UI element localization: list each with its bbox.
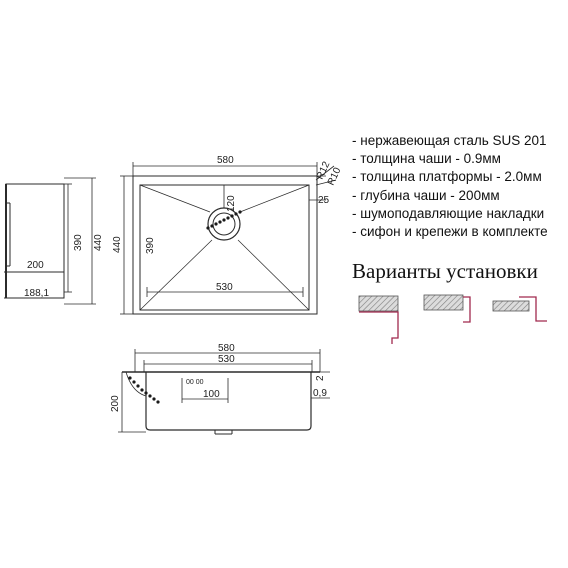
front-corner-arc: [125, 371, 147, 397]
top-dim-25: 25: [318, 195, 330, 206]
front-dim-200: 200: [110, 395, 121, 412]
front-dim-580: 580: [218, 343, 235, 354]
spec-item: - толщина чаши - 0.9мм: [352, 151, 501, 167]
front-dim-09: 0,9: [313, 388, 327, 399]
spec-item: - шумоподавляющие накладки: [352, 205, 545, 221]
install-variant-1: [358, 295, 399, 344]
side-view-outline: [5, 183, 65, 299]
front-view: [118, 349, 330, 435]
top-dim-580: 580: [217, 155, 234, 166]
front-dim-100: 100: [203, 389, 220, 400]
front-drain-label: 00 00: [186, 379, 204, 386]
top-dim-440: 440: [112, 236, 123, 253]
side-dim-200: 200: [27, 260, 44, 271]
side-dim-188: 188,1: [24, 288, 49, 299]
bowl-diagonal: [139, 239, 213, 311]
side-view: [4, 177, 96, 305]
drain-inner-ring: [212, 212, 236, 236]
front-dim-530: 530: [218, 354, 235, 365]
bowl-diagonal: [139, 184, 211, 213]
side-dim-390: 390: [73, 234, 84, 251]
side-dim-440: 440: [93, 234, 104, 251]
top-dim-530: 530: [216, 282, 233, 293]
bowl-diagonal: [239, 184, 310, 213]
spec-item: - толщина платформы - 2.0мм: [352, 169, 542, 185]
drain-hatch: [206, 210, 242, 230]
front-dotted-section: [128, 376, 160, 404]
front-bowl: [145, 372, 312, 431]
top-dim-120: 120: [226, 195, 237, 212]
front-dim-2: 2: [315, 375, 326, 381]
top-view-outer-rim: [132, 175, 318, 315]
top-dim-390: 390: [145, 237, 156, 254]
spec-list: - нержавеющая сталь SUS 201 - толщина ча…: [352, 132, 548, 241]
install-variant-3: [492, 296, 547, 322]
bowl-diagonal: [237, 239, 310, 311]
spec-item: - глубина чаши - 200мм: [352, 187, 500, 203]
install-variant-2: [423, 294, 471, 323]
top-view: [120, 162, 337, 315]
install-variants-title: Варианты установки: [352, 259, 538, 283]
spec-item: - нержавеющая сталь SUS 201: [352, 133, 547, 148]
spec-item: - сифон и крепежи в комплекте: [352, 224, 548, 240]
